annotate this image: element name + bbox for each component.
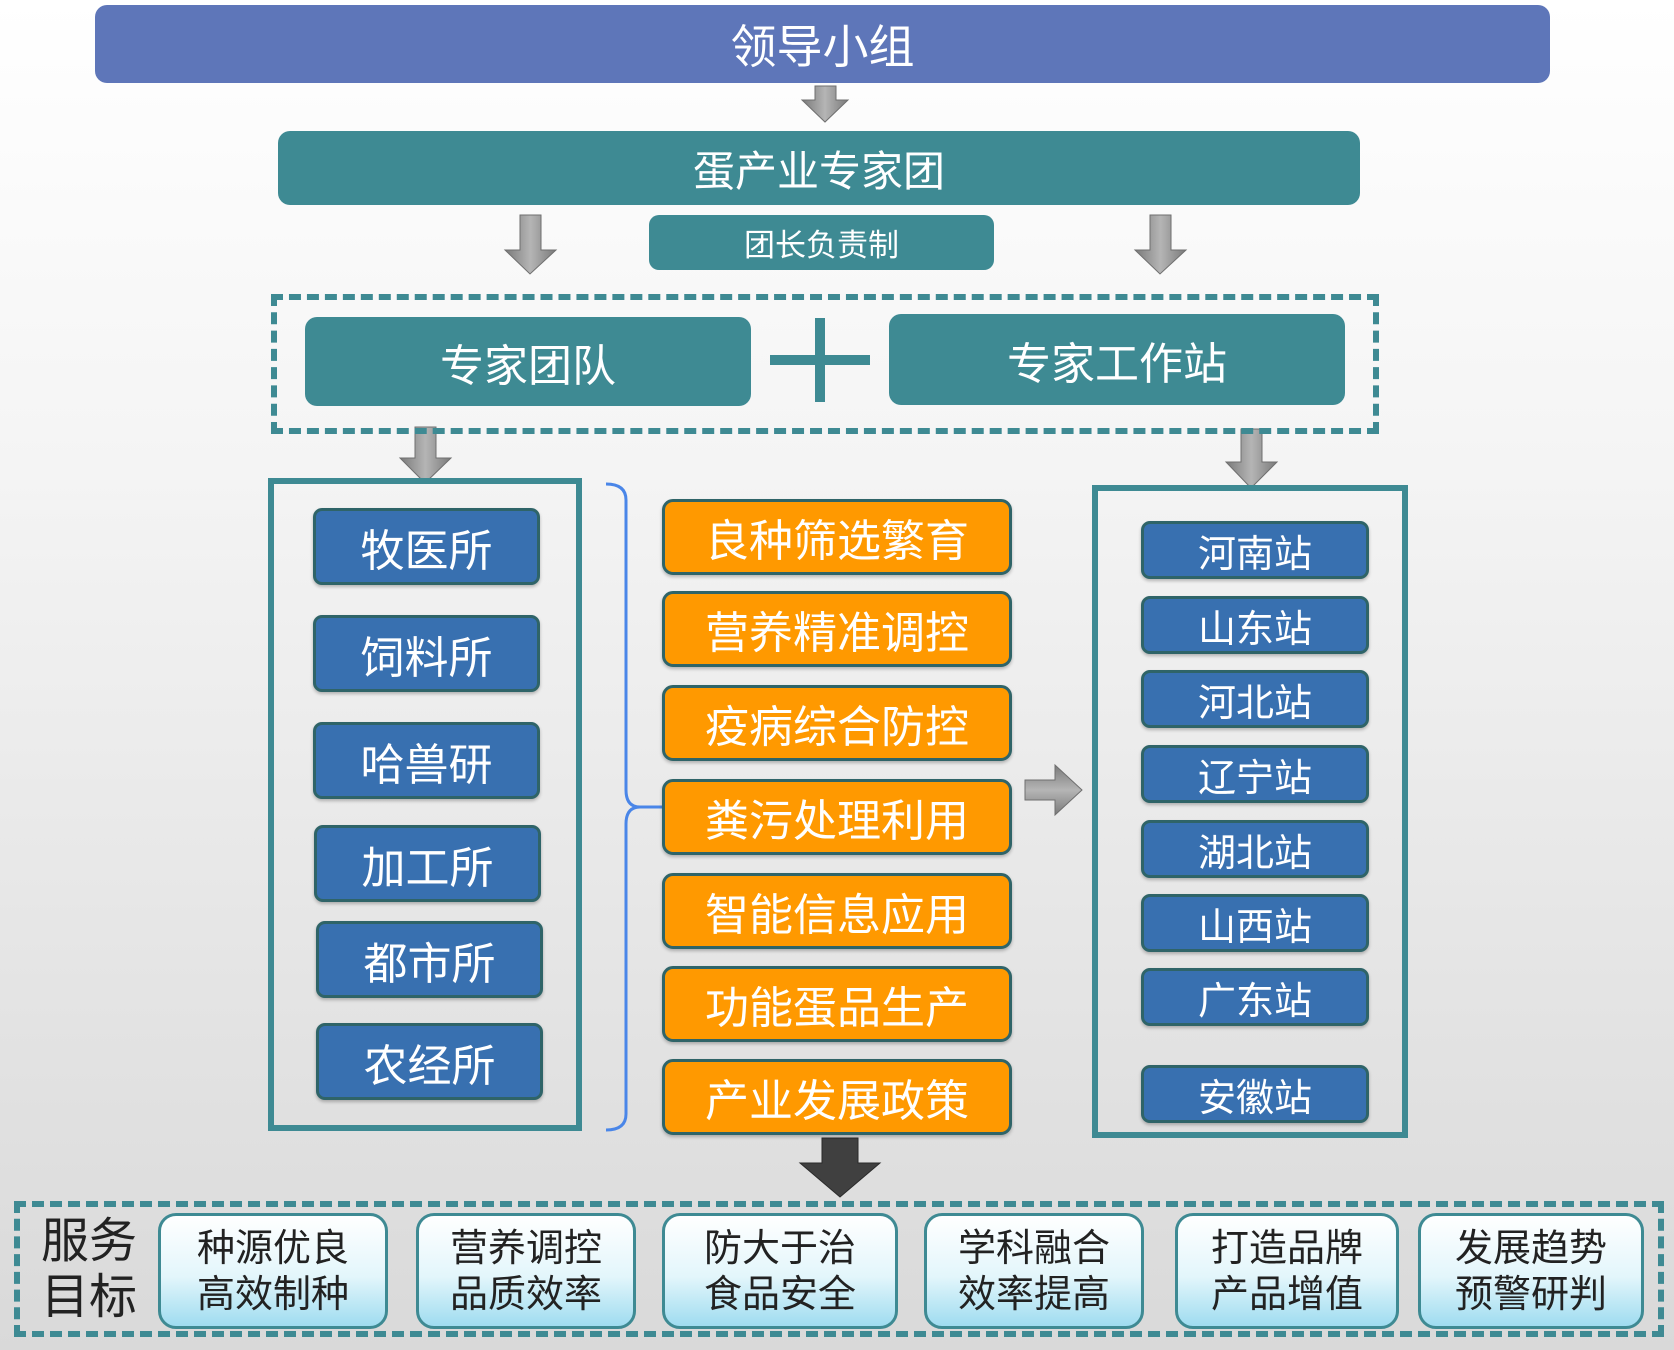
station-item: 广东站 <box>1141 968 1369 1026</box>
service-goals-title: 服务 目标 <box>40 1213 137 1325</box>
plus-icon <box>770 318 870 402</box>
goal-item: 种源优良高效制种 <box>158 1213 388 1329</box>
task-item: 营养精准调控 <box>662 591 1012 667</box>
leadership-group: 领导小组 <box>95 5 1550 83</box>
service-goals-dashed-frame <box>14 1201 1664 1337</box>
expert-team-box: 专家团队 <box>305 317 751 406</box>
arrow-down-team <box>503 214 558 275</box>
arrow-down-goals <box>798 1137 882 1198</box>
task-item: 功能蛋品生产 <box>662 966 1012 1042</box>
station-item: 安徽站 <box>1141 1065 1369 1123</box>
goal-item: 防大于治食品安全 <box>662 1213 898 1329</box>
arrow-down-leader <box>800 85 850 123</box>
station-item: 河南站 <box>1141 521 1369 579</box>
station-item: 山西站 <box>1141 894 1369 952</box>
task-item: 良种筛选繁育 <box>662 499 1012 575</box>
goal-item: 发展趋势预警研判 <box>1418 1213 1644 1329</box>
institute-item: 哈兽研 <box>313 722 540 799</box>
goal-item: 营养调控品质效率 <box>416 1213 636 1329</box>
arrow-right-tasks <box>1024 763 1083 817</box>
expert-station-box: 专家工作站 <box>889 314 1345 405</box>
station-item: 湖北站 <box>1141 820 1369 878</box>
task-item: 智能信息应用 <box>662 873 1012 949</box>
task-item: 疫病综合防控 <box>662 685 1012 761</box>
stations-frame <box>1092 485 1408 1138</box>
institute-item: 都市所 <box>316 921 543 998</box>
expert-combo-dashed-frame <box>271 294 1379 434</box>
institute-item: 饲料所 <box>313 615 540 692</box>
institutes-frame <box>268 478 582 1131</box>
institute-item: 加工所 <box>314 825 541 902</box>
task-item: 粪污处理利用 <box>662 779 1012 855</box>
arrow-down-stations <box>1224 428 1279 489</box>
institute-item: 牧医所 <box>313 508 540 585</box>
station-item: 河北站 <box>1141 670 1369 728</box>
leader-responsibility-badge: 团长负责制 <box>649 215 994 270</box>
station-item: 山东站 <box>1141 596 1369 654</box>
goal-item: 学科融合效率提高 <box>924 1213 1144 1329</box>
tasks-bracket <box>605 482 665 1132</box>
task-item: 产业发展政策 <box>662 1059 1012 1135</box>
arrow-down-station <box>1133 214 1188 275</box>
station-item: 辽宁站 <box>1141 745 1369 803</box>
arrow-down-institutes <box>398 426 453 484</box>
institute-item: 农经所 <box>316 1023 543 1100</box>
goal-item: 打造品牌产品增值 <box>1175 1213 1399 1329</box>
egg-industry-expert-group: 蛋产业专家团 <box>278 131 1360 205</box>
